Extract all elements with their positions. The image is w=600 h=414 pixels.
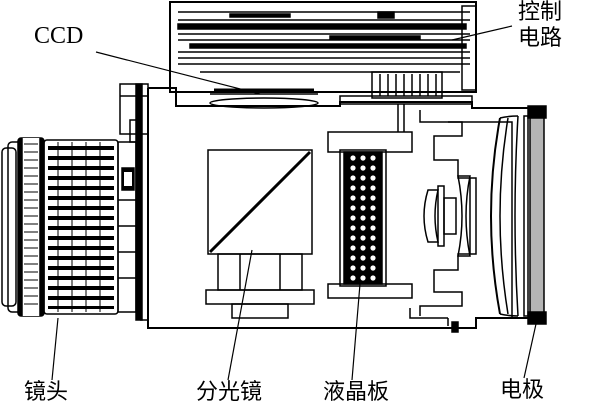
beam-splitter-prism [205, 149, 315, 319]
lcd-panel [327, 104, 413, 299]
eyepiece-optics [409, 110, 529, 333]
beam-splitter-label: 分光镜 [196, 380, 263, 405]
lcd-panel-leader-line [351, 283, 361, 381]
control-circuit-leader-line [451, 25, 513, 41]
camera-body [119, 83, 535, 329]
ccd-sensor [209, 88, 319, 109]
control-circuit-board [169, 1, 477, 105]
lens-label: 镜头 [24, 380, 69, 405]
electrode-label: 电极 [500, 378, 545, 403]
lens-leader-line [51, 317, 59, 381]
ccd-label: CCD [34, 23, 84, 49]
leader-lines [51, 25, 537, 381]
control-circuit-label-line1: 控制 [518, 0, 563, 25]
beam-splitter-leader-line [227, 249, 253, 381]
lcd-panel-label: 液晶板 [323, 380, 390, 405]
control-circuit-label-line2: 电路 [518, 26, 563, 51]
electrode-leader-line [523, 323, 537, 379]
lens-assembly [1, 119, 139, 317]
electrode [527, 105, 547, 325]
ccd-leader-line [95, 51, 261, 95]
